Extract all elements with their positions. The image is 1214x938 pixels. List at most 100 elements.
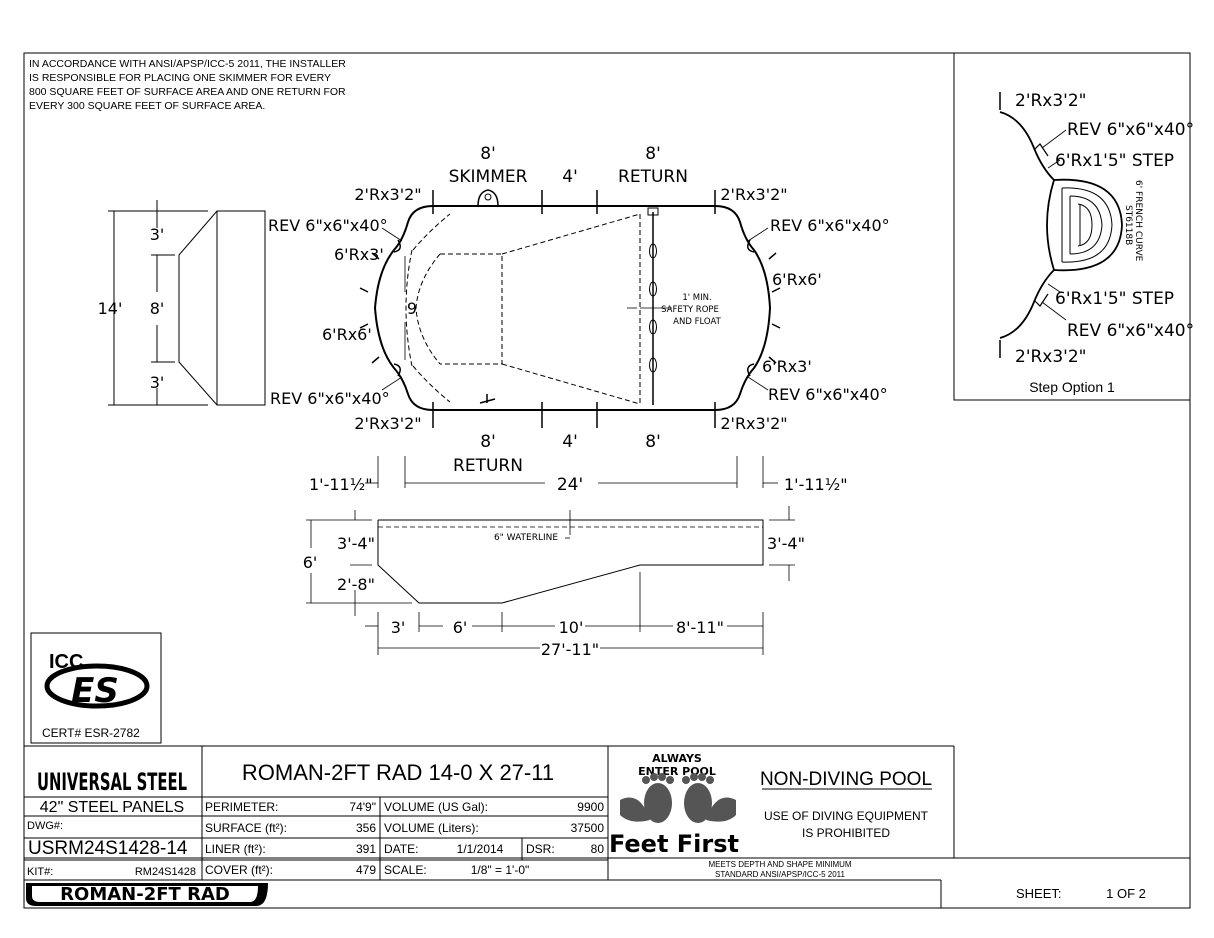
section-dim-4: 8'-11" [676,618,724,637]
waterline-label: 6" WATERLINE [494,533,558,543]
standard-1: MEETS DEPTH AND SHAPE MINIMUM [708,860,851,869]
feet-logo-top-1: ALWAYS [652,752,702,765]
radius-6x6-right: 6'Rx6' [772,270,822,289]
plan-end-offset-right: 1'-11½" [784,475,848,494]
step-corner-bottom: 2'Rx3'2" [1015,347,1087,367]
step-step-top: 6'Rx1'5" STEP [1055,151,1174,171]
surface-label: SURFACE (ft²): [205,821,287,835]
safety-rope-3: AND FLOAT [673,317,721,327]
corner-label-tl: 2'Rx3'2" [354,185,421,204]
skimmer-label: SKIMMER [449,167,528,187]
plan-top-dim-1: 8' [480,144,496,164]
section-shallow-depth: 3'-4" [337,534,375,553]
liner-label: LINER (ft²): [205,842,266,856]
scale-label: SCALE: [384,863,427,877]
standard-2: STANDARD ANSI/APSP/ICC-5 2011 [715,870,846,879]
radius-6x3-left: 6'Rx3' [334,245,384,264]
cover-label: COVER (ft²): [205,863,273,877]
scale-value: 1/8" = 1'-0" [471,863,530,877]
end-view-overall: 14' [98,299,123,318]
french-curve-model: ST6118B [1123,205,1133,245]
safety-rope-2: SAFETY ROPE [661,305,719,315]
cert-box: ICC ES CERT# ESR-2782 [30,632,162,744]
step-step-bottom: 6'Rx1'5" STEP [1055,289,1174,309]
plan-view-labels: 8' 4' 8' SKIMMER RETURN 2'Rx3'2" 2'Rx3'2… [268,144,890,495]
feet-icon [620,773,736,823]
section-depth-total: 6' [303,553,318,572]
section-dim-3: 10' [559,618,584,637]
cover-value: 479 [356,863,376,877]
section-dim-1: 3' [391,618,406,637]
rev-label-br: REV 6"x6"x40° [768,385,888,404]
section-dim-2: 6' [453,618,468,637]
rev-label-tr: REV 6"x6"x40° [770,216,890,235]
french-curve-label: 6' FRENCH CURVE [1133,180,1143,262]
volume-gal-label: VOLUME (US Gal): [384,800,488,814]
step-option-labels: 2'Rx3'2" REV 6"x6"x40° 6'Rx1'5" STEP 6'R… [1015,91,1194,395]
es-logo: ES [71,671,119,711]
feet-logo-bottom: Feet First [609,830,739,858]
perimeter-label: PERIMETER: [205,800,278,814]
return-label-top: RETURN [618,167,688,187]
cert-number: CERT# ESR-2782 [42,726,140,740]
step-rev-bottom: REV 6"x6"x40° [1067,321,1194,341]
section-overall-length: 27'-11" [541,640,599,659]
feet-first-logo: ALWAYS ENTER POOL Feet First [609,752,739,858]
section-deep-end-depth: 3'-4" [767,534,805,553]
perimeter-value: 74'9" [349,800,376,814]
plan-bottom-dim-2: 4' [562,432,578,452]
title-block-lines [24,746,942,908]
model-badge-text: ROMAN-2FT RAD [60,884,230,905]
plan-top-dim-3: 8' [645,144,661,164]
dsr-label: DSR: [526,842,555,856]
plan-end-offset-left: 1'-11½" [309,475,373,494]
volume-gal-value: 9900 [577,800,604,814]
dsr-value: 80 [591,842,605,856]
end-width-label: 9 [407,299,417,318]
safety-rope-1: 1' MIN. [682,293,711,303]
sheet-value: 1 OF 2 [1106,886,1146,901]
dwg-label: DWG#: [27,820,63,832]
kit-label: KIT#: [27,866,53,878]
title-block-text: UNIVERSAL STEEL 42" STEEL PANELS DWG#: U… [27,760,1146,901]
corner-label-tr: 2'Rx3'2" [720,185,787,204]
volume-liters-value: 37500 [571,821,605,835]
plan-bottom-dim-1: 8' [480,432,496,452]
drawing-title: ROMAN-2FT RAD 14-0 X 27-11 [242,760,554,785]
diving-warning-1: USE OF DIVING EQUIPMENT [764,809,929,823]
panels-label: 42" STEEL PANELS [40,799,184,816]
section-view-labels: 6' 3'-4" 2'-8" 3'-4" 6" WATERLINE 3' 6' … [303,533,805,659]
date-label: DATE: [384,842,418,856]
liner-value: 391 [356,842,376,856]
return-label-bottom: RETURN [453,456,523,476]
plan-top-dim-2: 4' [562,167,578,187]
sheet-label: SHEET: [1016,886,1062,901]
plan-bottom-dim-3: 8' [645,432,661,452]
model-badge: ROMAN-2FT RAD [26,883,268,906]
section-lower-depth: 2'-8" [337,575,375,594]
end-view-seg-1: 3' [150,225,165,244]
step-rev-top: REV 6"x6"x40° [1067,120,1194,140]
surface-value: 356 [356,821,376,835]
section-view [306,506,795,655]
non-diving-title: NON-DIVING POOL [760,769,932,790]
radius-6x6-left: 6'Rx6' [322,325,372,344]
installer-note: IN ACCORDANCE WITH ANSI/APSP/ICC-5 2011,… [29,58,346,112]
sheet-border [23,52,1191,909]
rev-label-tl: REV 6"x6"x40° [268,216,388,235]
step-option-title: Step Option 1 [1029,379,1115,395]
step-option-drawing [999,92,1123,358]
rev-label-bl: REV 6"x6"x40° [270,389,390,408]
end-view-labels: 14' 3' 8' 3' [98,225,165,392]
end-view-seg-3: 3' [150,373,165,392]
corner-label-bl: 2'Rx3'2" [354,414,421,433]
step-corner-top: 2'Rx3'2" [1015,91,1087,111]
corner-label-br: 2'Rx3'2" [720,414,787,433]
plan-overall-length: 24' [557,475,583,495]
radius-6x3-right: 6'Rx3' [762,357,812,376]
brand-name: UNIVERSAL STEEL [37,768,187,796]
diving-warning-2: IS PROHIBITED [802,826,890,840]
plan-view [359,189,781,488]
end-view-seg-2: 8' [150,299,165,318]
